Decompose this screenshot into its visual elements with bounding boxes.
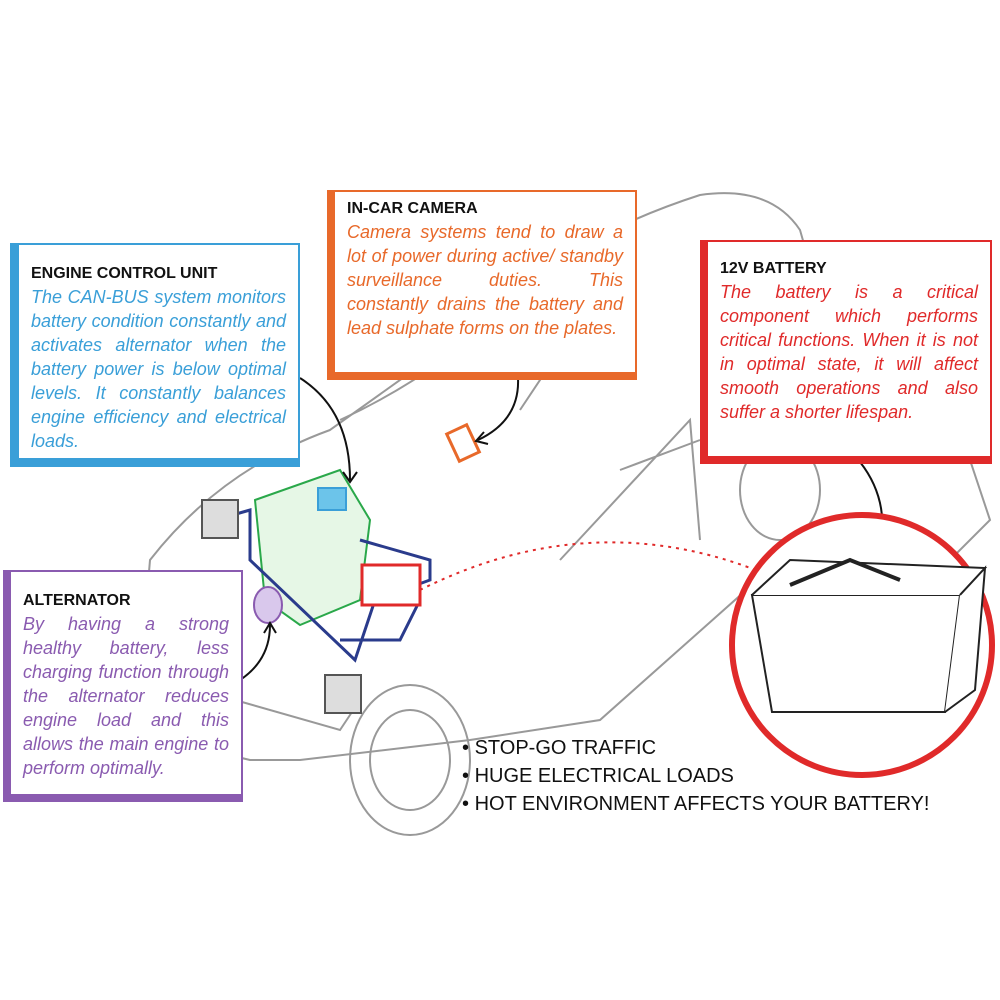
alternator-icon <box>253 586 283 624</box>
in-car-camera-callout: IN-CAR CAMERA Camera systems tend to dra… <box>327 190 637 380</box>
dotted-link <box>419 541 781 591</box>
ecu-text: The CAN-BUS system monitors battery cond… <box>31 287 286 451</box>
battery-text: The battery is a critical component whic… <box>720 282 978 422</box>
bullet-item: HOT ENVIRONMENT AFFECTS YOUR BATTERY! <box>462 790 930 818</box>
bullet-list: STOP-GO TRAFFIC HUGE ELECTRICAL LOADS HO… <box>462 734 930 818</box>
battery-title: 12V BATTERY <box>720 260 827 277</box>
ecu-title: ENGINE CONTROL UNIT <box>31 265 218 282</box>
camera-text: Camera systems tend to draw a lot of pow… <box>347 222 623 338</box>
speaker-icon <box>324 674 362 714</box>
engine-control-unit-callout: ENGINE CONTROL UNIT The CAN-BUS system m… <box>10 243 300 467</box>
speaker-icon <box>201 499 239 539</box>
battery-illustration <box>750 557 988 713</box>
wiring <box>214 508 432 663</box>
car-battery-icon <box>360 563 422 607</box>
bullet-item: STOP-GO TRAFFIC <box>462 734 929 762</box>
bullet-item: HUGE ELECTRICAL LOADS <box>462 762 929 790</box>
battery-callout: 12V BATTERY The battery is a critical co… <box>700 240 992 464</box>
alternator-callout: ALTERNATOR By having a strong healthy ba… <box>3 570 243 802</box>
alternator-text: By having a strong healthy battery, less… <box>23 614 229 778</box>
camera-icon <box>444 422 482 464</box>
alternator-title: ALTERNATOR <box>23 592 131 609</box>
camera-title: IN-CAR CAMERA <box>347 200 478 217</box>
